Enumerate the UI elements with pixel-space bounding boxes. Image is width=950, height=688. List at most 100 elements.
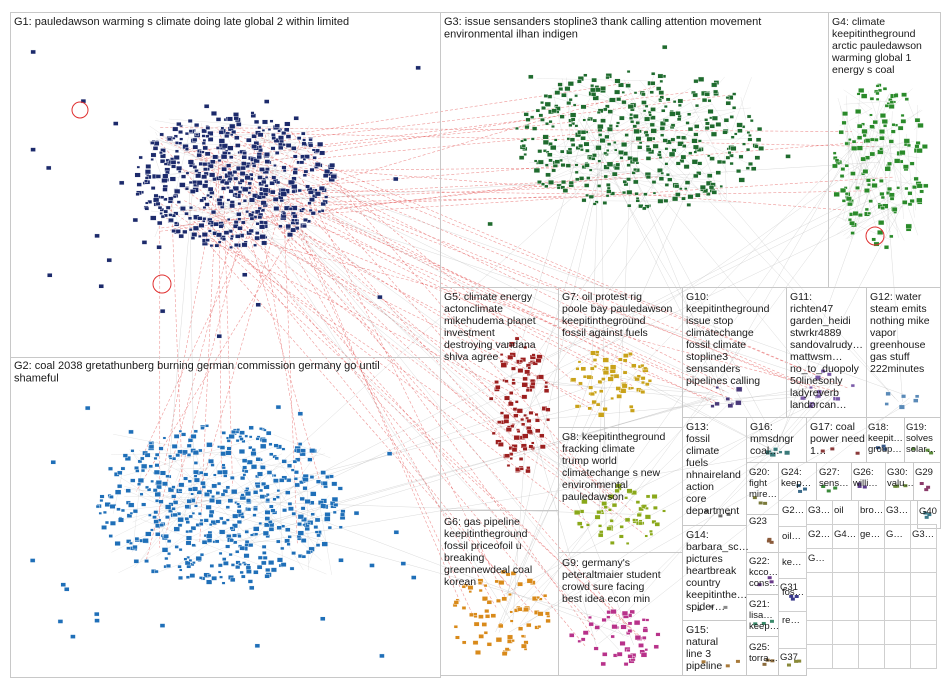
graph-node — [60, 582, 66, 587]
graph-node — [163, 209, 169, 214]
graph-node — [484, 609, 490, 614]
graph-node — [276, 525, 282, 530]
graph-node — [574, 404, 580, 409]
graph-node — [704, 92, 711, 97]
graph-node — [605, 75, 610, 80]
graph-node — [203, 167, 208, 172]
graph-node — [581, 499, 588, 505]
graph-node — [285, 490, 291, 495]
edge-line — [639, 80, 652, 94]
graph-node — [217, 570, 222, 574]
graph-node — [869, 96, 875, 101]
graph-node — [538, 113, 544, 118]
graph-node — [144, 179, 149, 183]
graph-node — [856, 92, 861, 96]
graph-node — [677, 141, 684, 147]
graph-node — [171, 443, 178, 449]
small-group-box — [884, 644, 911, 669]
edge-line — [240, 210, 300, 213]
graph-node — [191, 511, 196, 515]
edge-line — [282, 231, 620, 503]
graph-node — [98, 511, 103, 515]
graph-node — [600, 118, 606, 123]
graph-node — [889, 196, 895, 201]
graph-node — [794, 659, 799, 663]
graph-node — [274, 151, 280, 155]
edge-line — [263, 207, 614, 514]
graph-node — [241, 458, 248, 463]
graph-node — [173, 155, 180, 160]
graph-node — [309, 197, 315, 203]
edge-line — [849, 110, 923, 153]
small-group-box — [778, 552, 807, 579]
graph-node — [300, 538, 307, 543]
graph-node — [293, 470, 299, 475]
graph-node — [889, 100, 895, 104]
graph-node — [163, 533, 169, 539]
small-group-box — [832, 620, 859, 645]
graph-node — [184, 560, 191, 566]
graph-node — [288, 179, 295, 185]
graph-node — [453, 625, 458, 629]
small-group-label: G2… — [782, 505, 804, 516]
graph-node — [596, 510, 602, 515]
graph-node — [634, 191, 639, 196]
edge-line — [686, 107, 752, 114]
graph-node — [548, 158, 553, 163]
edge-line — [585, 129, 618, 135]
graph-node — [150, 479, 155, 483]
graph-node — [901, 92, 907, 98]
graph-node — [906, 143, 912, 148]
graph-node — [295, 457, 301, 462]
graph-node — [907, 202, 913, 207]
group-label-g29: G29G29 — [915, 467, 933, 478]
graph-node — [486, 600, 493, 605]
graph-node — [648, 113, 652, 117]
graph-node — [599, 389, 604, 394]
graph-node — [273, 206, 280, 211]
graph-node — [257, 215, 263, 220]
graph-node — [269, 119, 274, 123]
graph-node — [252, 164, 257, 168]
small-group-box — [806, 644, 833, 669]
graph-node — [273, 164, 277, 167]
graph-node — [505, 572, 511, 577]
graph-node — [270, 567, 277, 573]
graph-node — [206, 442, 213, 448]
graph-node — [176, 165, 183, 171]
graph-node — [518, 155, 525, 160]
graph-node — [237, 190, 243, 194]
graph-node — [579, 525, 584, 529]
graph-node — [99, 494, 105, 499]
graph-node — [844, 192, 849, 196]
graph-node — [288, 506, 294, 512]
graph-node — [187, 438, 194, 443]
graph-node — [596, 110, 601, 114]
graph-node — [675, 192, 681, 197]
graph-node — [878, 178, 884, 183]
group-label-g27: G27:sens…G27: sens… — [819, 467, 849, 489]
graph-node — [664, 118, 669, 123]
graph-node — [905, 223, 912, 229]
edge-line — [740, 97, 747, 120]
graph-node — [159, 132, 164, 137]
graph-node — [710, 131, 718, 137]
graph-node — [545, 122, 550, 126]
graph-node — [171, 507, 176, 511]
graph-node — [200, 480, 206, 486]
graph-node — [185, 520, 190, 524]
edge-line — [165, 134, 267, 533]
graph-node — [187, 479, 192, 483]
graph-node — [660, 133, 665, 137]
edge-line — [602, 397, 606, 505]
graph-node — [244, 491, 252, 497]
graph-node — [256, 564, 263, 570]
graph-node — [168, 454, 173, 459]
graph-node — [664, 147, 669, 151]
edge-line — [598, 136, 706, 203]
graph-node — [614, 488, 620, 493]
graph-node — [599, 86, 606, 91]
graph-node — [738, 154, 744, 159]
graph-node — [891, 123, 896, 127]
